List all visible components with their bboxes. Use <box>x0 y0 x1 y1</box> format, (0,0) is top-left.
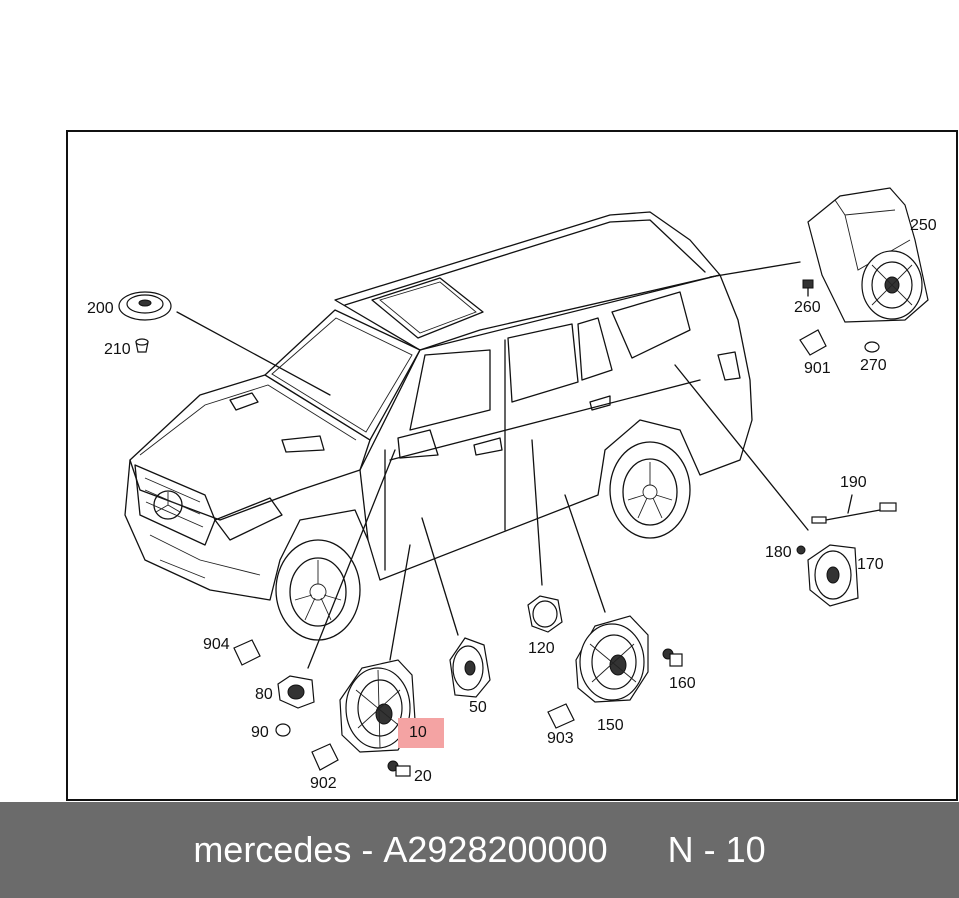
part-90-clip <box>275 723 291 737</box>
callout-50: 50 <box>469 699 487 716</box>
callout-903: 903 <box>547 730 574 747</box>
part-150-speaker <box>575 615 649 703</box>
leader-lines <box>176 261 809 669</box>
part-50-speaker <box>449 637 491 698</box>
part-10-speaker <box>339 659 416 753</box>
callout-90: 90 <box>251 724 269 741</box>
part-170-speaker <box>807 544 859 607</box>
callout-170: 170 <box>857 556 884 573</box>
footer-brand: mercedes <box>193 829 352 870</box>
footer-bar: mercedes - A2928200000 N - 10 <box>0 802 959 898</box>
vehicle-outline <box>124 211 753 641</box>
callout-200: 200 <box>87 300 114 317</box>
callout-210: 210 <box>104 341 131 358</box>
highlight-box <box>398 718 444 748</box>
callout-20: 20 <box>414 768 432 785</box>
callout-250: 250 <box>910 217 937 234</box>
callout-150: 150 <box>597 717 624 734</box>
part-260-screw <box>802 279 814 297</box>
diagram-frame <box>66 130 958 801</box>
callout-labels: 200 210 250 260 901 270 190 180 170 904 … <box>87 217 937 792</box>
footer-position: N - 10 <box>667 829 766 870</box>
callout-160: 160 <box>669 675 696 692</box>
callout-904: 904 <box>203 636 230 653</box>
part-903-label <box>547 703 575 729</box>
callout-180: 180 <box>765 544 792 561</box>
part-901-label <box>799 329 827 356</box>
callout-190: 190 <box>840 474 867 491</box>
footer-separator: - <box>351 829 384 870</box>
part-250-subwoofer <box>807 187 929 323</box>
part-210-clip <box>135 338 149 353</box>
callout-260: 260 <box>794 299 821 316</box>
footer-part-number: A2928200000 <box>383 829 608 870</box>
part-180-screw <box>796 545 806 555</box>
part-904-label <box>233 639 261 666</box>
part-902-label <box>311 743 339 771</box>
callout-901: 901 <box>804 360 831 377</box>
part-120-tweeter <box>527 595 563 633</box>
callout-120: 120 <box>528 640 555 657</box>
footer-gap <box>608 829 668 871</box>
part-200-tweeter <box>118 291 172 321</box>
callout-10: 10 <box>409 724 427 741</box>
part-20-screw <box>387 760 411 777</box>
callout-80: 80 <box>255 686 273 703</box>
part-160-screw <box>662 648 683 667</box>
part-80-tweeter <box>277 675 315 709</box>
part-190-cable <box>811 494 897 524</box>
callout-270: 270 <box>860 357 887 374</box>
part-270-nut <box>864 341 880 353</box>
callout-902: 902 <box>310 775 337 792</box>
